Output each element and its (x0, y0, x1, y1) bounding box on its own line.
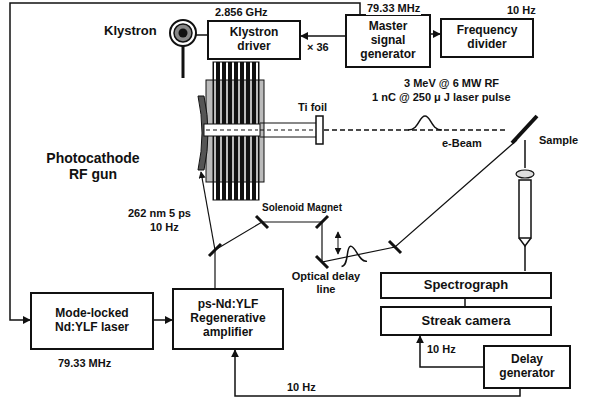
annotation-label: 10 Hz (150, 221, 179, 234)
drawing-part (260, 129, 316, 130)
annotation-label: Solenoid Magnet (262, 202, 342, 214)
klystron-symbol (170, 20, 207, 78)
drawing-part (170, 20, 196, 46)
box-label: Master signal generator (351, 20, 425, 61)
signal-connector (431, 33, 440, 35)
annotation-label: 1 nC @ 250 μ J laser pulse (372, 91, 511, 104)
drawing-part (260, 136, 316, 137)
drawing-part (204, 124, 260, 136)
signal-label: 10 Hz (426, 343, 457, 356)
drawing-part (524, 246, 526, 271)
drawing-part (201, 172, 215, 250)
drawing-part (179, 29, 188, 38)
drawing-part (324, 129, 508, 130)
drawing-part (215, 140, 517, 262)
rf-gun (198, 62, 264, 200)
annotation-label: 262 nm 5 ps (128, 207, 191, 220)
drawing-part (196, 34, 207, 36)
signal-connector (464, 299, 466, 306)
process-box: Klystron driver (207, 20, 301, 60)
laser-path (201, 140, 517, 288)
process-box: ps-Nd:YLF Regenerative amplifier (172, 288, 284, 350)
box-label: Frequency divider (446, 24, 528, 52)
annotation-label: 3 MeV @ 6 MW RF (404, 77, 499, 90)
box-label: ps-Nd:YLF Regenerative amplifier (178, 298, 278, 339)
signal-connector (301, 35, 345, 37)
annotation-label: Ti foil (298, 101, 327, 114)
process-box: Mode-locked Nd:YLF laser (30, 292, 154, 350)
signal-connector (420, 336, 483, 367)
ti-foil (316, 116, 323, 144)
process-box: Spectrograph (380, 272, 552, 299)
electron-bunch (408, 116, 442, 130)
delay-arrow (338, 232, 339, 254)
drawing-part (206, 129, 258, 130)
mirror (389, 241, 401, 253)
annotation-label: Optical delay line (287, 270, 365, 295)
mirror (316, 256, 328, 268)
signal-connector (235, 350, 520, 396)
annotation-label: Photocathode RF gun (38, 150, 148, 182)
signal-label: × 36 (306, 41, 330, 54)
annotation-label: Klystron (104, 24, 157, 39)
sample-optics (512, 116, 537, 271)
box-label: Streak camera (422, 314, 511, 329)
mirror (256, 216, 268, 228)
drawing-part (519, 180, 531, 238)
box-label: Delay generator (489, 353, 565, 381)
annotation-label: Sample (539, 134, 578, 147)
drawing-part (512, 116, 537, 143)
signal-label: 10 Hz (286, 381, 317, 394)
drawing-part (260, 122, 316, 123)
annotation-label: 10 Hz (507, 4, 536, 17)
process-box: Streak camera (380, 306, 552, 336)
box-label: Mode-locked Nd:YLF laser (36, 307, 148, 335)
process-box: Master signal generator (345, 14, 431, 68)
drawing-part (516, 170, 534, 178)
annotation-label: e-Beam (442, 137, 482, 150)
drawing-part (214, 250, 215, 288)
annotation-label: 79.33 MHz (58, 357, 111, 370)
drawing-part (524, 140, 526, 168)
process-box: Delay generator (483, 345, 571, 389)
drawing-part (174, 24, 192, 42)
box-label: Klystron driver (213, 26, 295, 54)
signal-connector (154, 319, 172, 321)
signal-label: 79.33 MHz (366, 2, 421, 15)
box-label: Spectrograph (424, 278, 509, 293)
drawing-part (519, 238, 531, 246)
mirror (316, 216, 328, 228)
process-box: Frequency divider (440, 18, 534, 58)
annotation-label: 2.856 GHz (215, 6, 268, 19)
drawing-part (182, 46, 185, 78)
laser-pulse (338, 244, 367, 267)
